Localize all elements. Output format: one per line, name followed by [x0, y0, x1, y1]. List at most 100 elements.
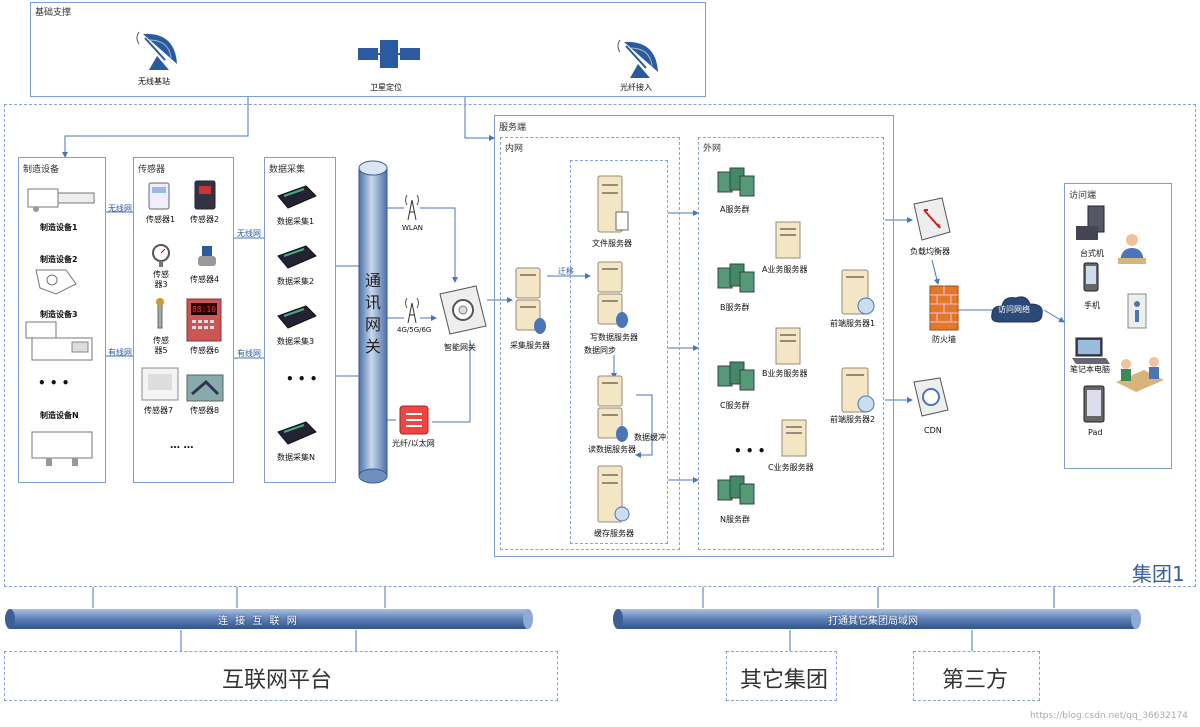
- intranet-title: 内网: [505, 144, 524, 154]
- server-panel: 服务端: [494, 115, 894, 557]
- cellular-label: 4G/5G/6G: [397, 326, 432, 334]
- tablet-label: Pad: [1088, 428, 1103, 437]
- access-panel: 访问端: [1064, 183, 1172, 469]
- gateway-label: 通讯网关: [364, 271, 381, 356]
- firewall-label: 防火墙: [932, 335, 956, 344]
- manufacturing-title: 制造设备: [23, 165, 60, 175]
- smart-gateway-icon: [436, 282, 488, 342]
- read-server-label: 读数据服务器: [588, 445, 636, 454]
- cluster-label-n: N服务群: [720, 515, 750, 524]
- cellular-antenna-icon: [404, 295, 420, 329]
- wireless-link-label: 无线网: [108, 204, 132, 213]
- wired-link-label: 有线网: [108, 348, 132, 357]
- meter-icon: [194, 180, 216, 214]
- phone-icon: [1082, 262, 1100, 296]
- wired-link-label-2: 有线网: [237, 349, 261, 358]
- buffer-label: 数据缓冲: [634, 433, 666, 442]
- extranet-panel: 外网: [698, 137, 884, 550]
- load-balancer-icon: [912, 196, 952, 246]
- cluster-label-c: C服务群: [720, 401, 750, 410]
- tablet-icon: [1082, 384, 1106, 428]
- wlan-label: WLAN: [402, 224, 424, 232]
- users-at-desk-icon: [1114, 352, 1166, 400]
- laptop-icon: [1072, 336, 1110, 370]
- write-server-icon: [594, 258, 634, 334]
- machine-icon: [26, 183, 100, 219]
- server-cluster-icon: [716, 474, 756, 512]
- cluster-label-a: A服务群: [720, 205, 750, 214]
- sensor-label-7: 传感器7: [144, 406, 174, 415]
- desktop-label: 台式机: [1080, 249, 1104, 258]
- ethernet-switch-icon: [398, 404, 430, 440]
- machine-ellipsis: • • •: [38, 376, 70, 390]
- write-server-label: 写数据服务器: [590, 333, 638, 342]
- internet-platform-label: 互联网平台: [222, 668, 333, 693]
- base-station-label: 无线基站: [138, 77, 170, 86]
- wireless-link-label-2: 无线网: [237, 229, 261, 238]
- sync-label: 数据同步: [584, 346, 616, 355]
- cdn-label: CDN: [924, 426, 942, 435]
- wlan-antenna-icon: [404, 192, 420, 226]
- sensor-label-1: 传感器1: [146, 215, 176, 224]
- communication-gateway-pipe: [358, 160, 388, 488]
- satellite-icon: [358, 34, 420, 78]
- access-network-label: 访问网络: [998, 305, 1030, 314]
- other-groups-box: [726, 651, 837, 701]
- probe-icon: [154, 298, 166, 334]
- sensor-box-icon: [140, 366, 180, 406]
- collector-label-2: 数据采集2: [277, 277, 315, 286]
- intranet-server-stack: [570, 160, 668, 544]
- frontend-server-icon: [838, 266, 878, 322]
- laptop-label: 笔记本电脑: [1070, 365, 1110, 374]
- business-server-icon: [774, 326, 802, 370]
- gauge-icon: [152, 244, 170, 272]
- digital-display-icon: 88:10: [186, 298, 222, 346]
- server-cluster-icon: [716, 166, 756, 204]
- sensors-title: 传感器: [138, 165, 166, 175]
- extranet-title: 外网: [703, 144, 722, 154]
- business-server-icon: [774, 220, 802, 264]
- collector-icon: [276, 244, 318, 274]
- sensor-label-4: 传感器4: [190, 275, 220, 284]
- collector-label-3: 数据采集3: [277, 337, 315, 346]
- third-party-box: [913, 651, 1040, 701]
- cluster-label-b: B服务群: [720, 303, 750, 312]
- data-collection-panel: 数据采集: [264, 157, 336, 483]
- cache-server-icon: [594, 462, 634, 530]
- internet-bar: [4, 608, 534, 634]
- frontend-server-icon: [838, 364, 878, 420]
- read-server-icon: [594, 372, 634, 448]
- infrastructure-panel: 基础支撑: [30, 2, 706, 97]
- load-balancer-label: 负载均衡器: [910, 247, 950, 256]
- sensors-panel: 传感器: [133, 157, 234, 483]
- sensor-ellipsis: … …: [170, 440, 194, 451]
- file-server-icon: [594, 172, 630, 240]
- infrastructure-title: 基础支撑: [35, 8, 72, 18]
- industrial-sensor-icon: [186, 374, 224, 406]
- groups-bar-label: 打通其它集团局域网: [828, 616, 918, 627]
- meter-icon: [148, 182, 170, 214]
- collector-label-n: 数据采集N: [277, 453, 315, 462]
- other-groups-label: 其它集团: [740, 668, 829, 693]
- collector-icon: [276, 184, 318, 214]
- intranet-panel: 内网: [500, 137, 680, 550]
- user-icon: [1116, 232, 1148, 272]
- access-title: 访问端: [1069, 191, 1097, 201]
- sensor-label-3: 传感器3: [153, 270, 169, 289]
- cache-server-label: 缓存服务器: [594, 529, 634, 538]
- frontend-server-label-2: 前端服务器2: [830, 415, 876, 424]
- collect-server-label: 采集服务器: [510, 341, 550, 350]
- desktop-icon: [1074, 204, 1108, 246]
- internet-bar-label: 连 接 互 联 网: [218, 616, 299, 627]
- machine-label-1: 制造设备1: [40, 223, 78, 232]
- file-server-label: 文件服务器: [592, 239, 632, 248]
- machine-icon: [22, 318, 102, 368]
- server-title: 服务端: [499, 123, 527, 133]
- manufacturing-panel: 制造设备: [18, 157, 106, 483]
- business-server-icon: [780, 418, 808, 462]
- flow-sensor-icon: [196, 244, 218, 274]
- internet-platform-box: [4, 651, 558, 701]
- server-cluster-icon: [716, 360, 756, 398]
- machine-label-2: 制造设备2: [40, 255, 78, 264]
